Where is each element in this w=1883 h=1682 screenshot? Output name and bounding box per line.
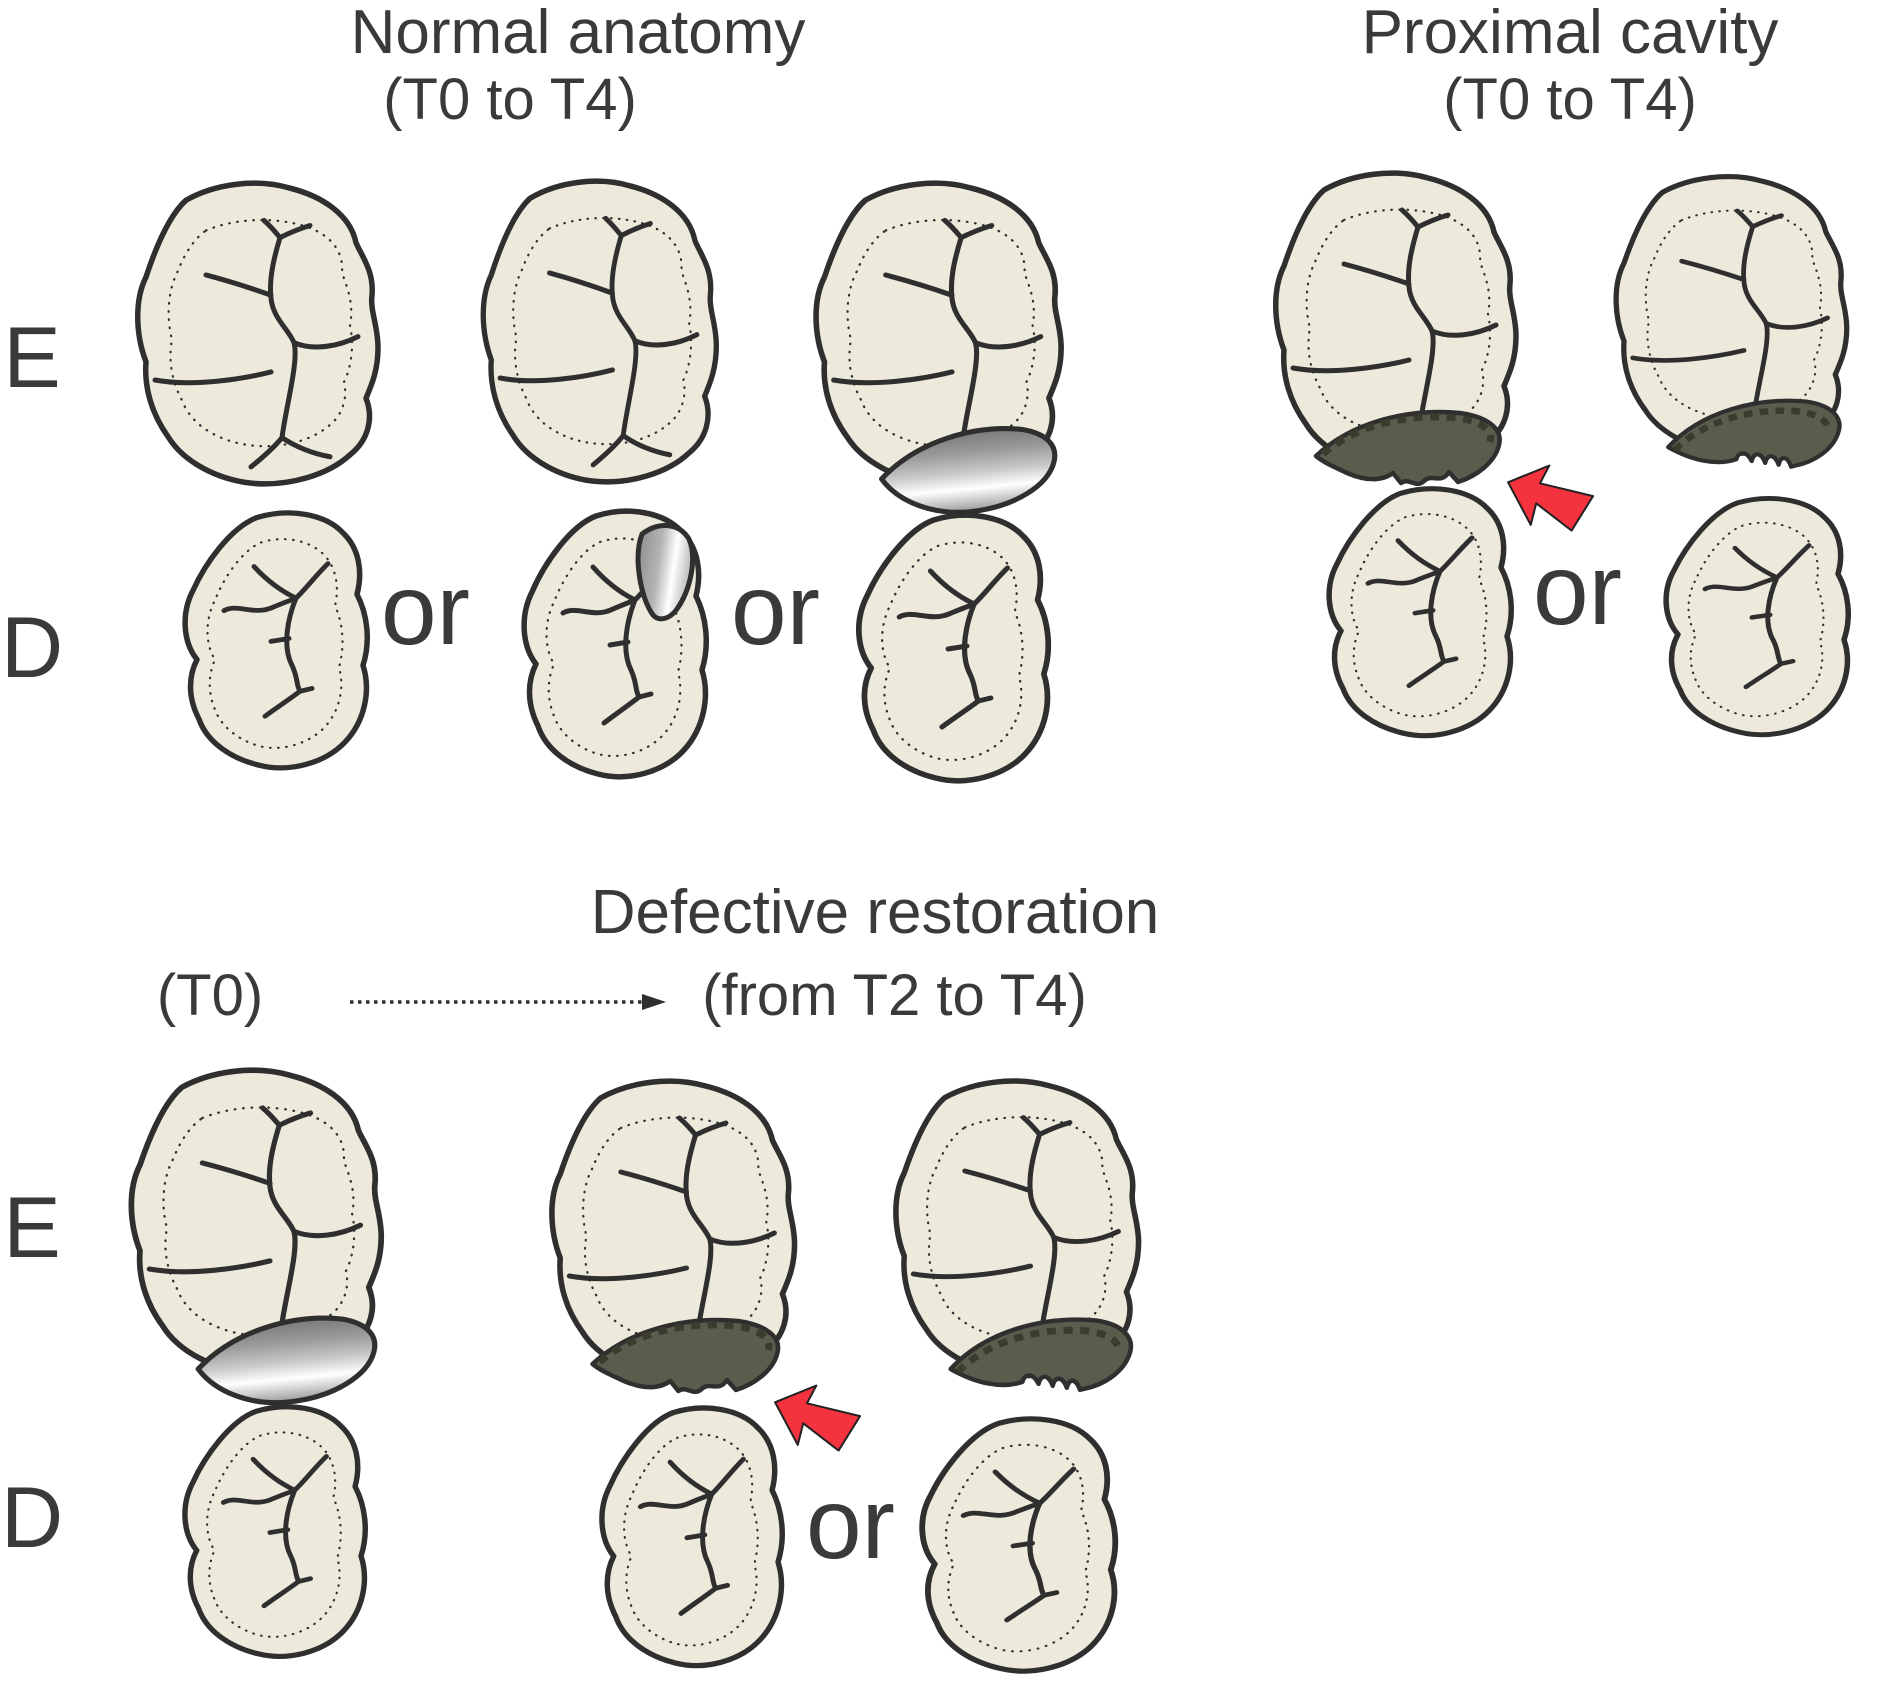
tooth-shape	[185, 1407, 365, 1657]
tooth-shape	[138, 183, 378, 484]
defective-restoration-teeth	[131, 994, 1138, 1671]
lower-molar-sound	[922, 1419, 1115, 1671]
tooth-shape	[185, 513, 367, 768]
lower-molar-sound	[1666, 498, 1848, 734]
upper-molar-amalgam-restoration	[816, 183, 1061, 512]
tooth-shape	[602, 1408, 782, 1666]
lower-molar-sound	[1329, 489, 1511, 736]
arrow-shape	[1495, 452, 1599, 544]
tooth-shape	[922, 1419, 1115, 1671]
lower-molar-sound	[859, 515, 1048, 780]
arrow-shape	[762, 1372, 866, 1464]
normal-anatomy-teeth	[138, 181, 1061, 781]
upper-molar-proximal-cavity	[552, 1081, 795, 1392]
lower-molar-sound	[185, 513, 367, 768]
upper-molar-proximal-cavity	[1276, 173, 1516, 484]
red-arrow-icon	[1495, 452, 1599, 544]
upper-molar-proximal-cavity	[896, 1081, 1139, 1390]
tooth-shape	[1666, 498, 1848, 734]
dotted-arrow-icon	[350, 994, 666, 1010]
upper-molar-sound	[483, 181, 716, 482]
tooth-shape	[859, 515, 1048, 780]
upper-molar-proximal-cavity	[1616, 177, 1847, 467]
proximal-cavity-teeth	[1276, 173, 1849, 736]
tooth-shape	[1329, 489, 1511, 736]
tooth-shape	[483, 181, 716, 482]
upper-molar-sound	[138, 183, 378, 484]
lower-molar-sound	[602, 1408, 782, 1666]
upper-molar-amalgam-restoration	[131, 1070, 381, 1402]
lower-molar-sound	[185, 1407, 365, 1657]
lower-molar-amalgam-restoration	[524, 511, 706, 776]
red-arrow-icon	[762, 1372, 866, 1464]
